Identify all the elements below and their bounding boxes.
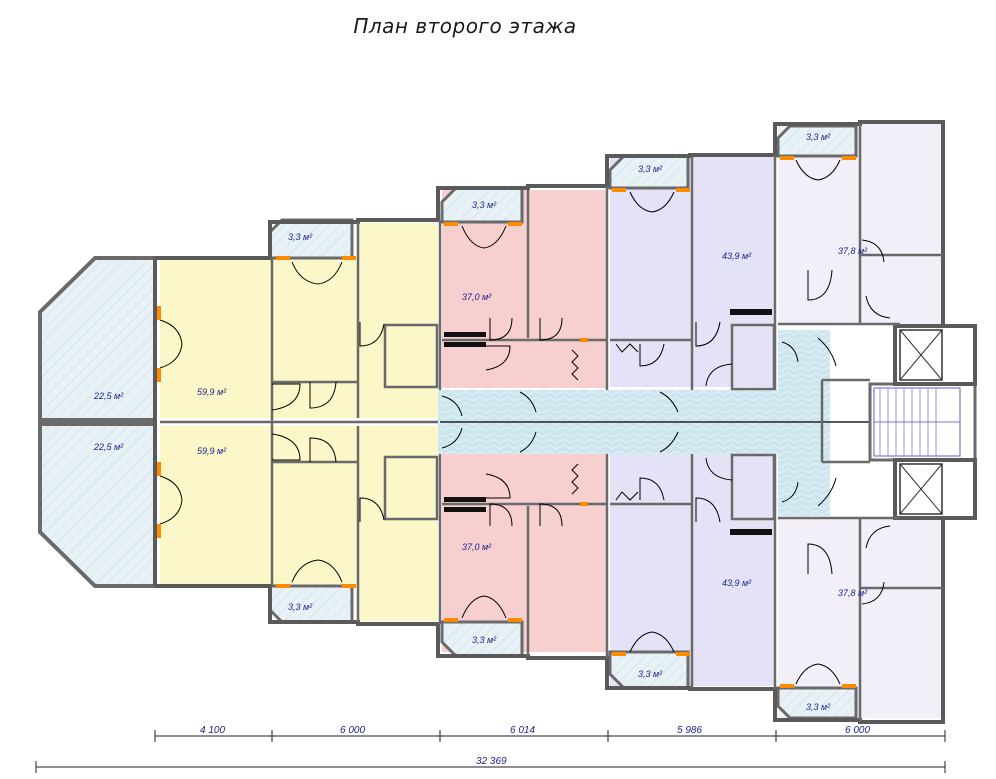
interior-walls	[160, 124, 943, 722]
terrace-top-area: 22,5 м²	[93, 391, 124, 401]
apt-37-8-top-area: 37,8 м²	[838, 246, 868, 256]
balcony-2	[440, 186, 524, 224]
dimension-2: 6 000	[340, 725, 365, 736]
balcony-8-area: 3,3 м²	[806, 702, 831, 712]
balcony-5-area: 3,3 м²	[288, 602, 313, 612]
shaft-bottom	[893, 458, 977, 520]
plan-title: План второго этажа	[353, 14, 577, 38]
dimension-4: 5 986	[677, 725, 702, 736]
dimension-5: 6 000	[845, 725, 870, 736]
apt-43-9-bottom-area: 43,9 м²	[722, 578, 752, 588]
staircase	[868, 382, 977, 462]
dimension-total: 32 369	[476, 756, 507, 767]
shaft-top	[893, 324, 977, 386]
balcony-7-area: 3,3 м²	[638, 669, 663, 679]
apt-37-0-bottom	[442, 454, 607, 652]
balcony-4	[776, 124, 858, 158]
terrace-bottom	[38, 422, 157, 588]
apt-37-8-bottom-area: 37,8 м²	[838, 588, 868, 598]
apt-59-top-area: 59,9 м²	[197, 387, 227, 397]
balcony-4-area: 3,3 м²	[806, 132, 831, 142]
apt-43-9-top-area: 43,9 м²	[722, 251, 752, 261]
dimension-3: 6 014	[510, 725, 535, 736]
dimension-lines	[35, 730, 946, 773]
vent-blocks	[444, 309, 772, 535]
terrace-bottom-area: 22,5 м²	[93, 442, 124, 452]
doors	[159, 159, 891, 685]
apt-37-0-bottom-area: 37,0 м²	[462, 542, 492, 552]
balcony-2-area: 3,3 м²	[472, 200, 497, 210]
apt-59-bottom-area: 59,9 м²	[197, 446, 227, 456]
corridor	[438, 330, 830, 516]
balcony-1-area: 3,3 м²	[288, 232, 313, 242]
balcony-6-area: 3,3 м²	[472, 635, 497, 645]
balcony-3	[608, 154, 690, 190]
window-marks	[157, 156, 856, 688]
dimension-1: 4 100	[200, 725, 225, 736]
balcony-3-area: 3,3 м²	[638, 164, 663, 174]
apt-37-0-top-area: 37,0 м²	[462, 292, 492, 302]
